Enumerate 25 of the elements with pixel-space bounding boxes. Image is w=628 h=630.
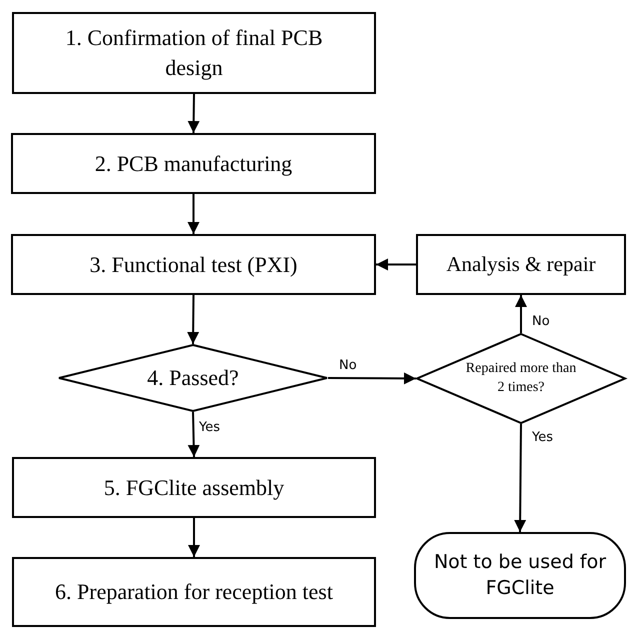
- node-text: 1. Confirmation of final PCB design: [64, 24, 324, 82]
- process-box: [11, 234, 376, 295]
- node-text: 4. Passed?: [146, 364, 240, 392]
- arrow: [514, 424, 526, 532]
- node-text: 5. FGClite assembly: [102, 474, 286, 502]
- arrow: [187, 294, 200, 344]
- node-text: 3. Functional test (PXI): [88, 250, 298, 279]
- process-box: [12, 557, 376, 627]
- arrow: [376, 258, 416, 270]
- process-box: [12, 12, 376, 94]
- arrow: [188, 412, 200, 458]
- process-box: [11, 133, 376, 194]
- process-box: [416, 234, 626, 295]
- arrow: [188, 94, 200, 134]
- node-text: 6. Preparation for reception test: [54, 578, 334, 606]
- arrow: [188, 194, 200, 234]
- process-box: [12, 457, 376, 518]
- arrow: [515, 295, 527, 333]
- arrow: [328, 372, 416, 384]
- terminal-box: [414, 532, 626, 619]
- node-text: Repaired more than 2 times?: [464, 360, 578, 396]
- arrow: [188, 518, 200, 557]
- node-text: Analysis & repair: [445, 251, 597, 278]
- node-text: 2. PCB manufacturing: [94, 150, 294, 178]
- node-text: Not to be used for FGClite: [432, 550, 608, 600]
